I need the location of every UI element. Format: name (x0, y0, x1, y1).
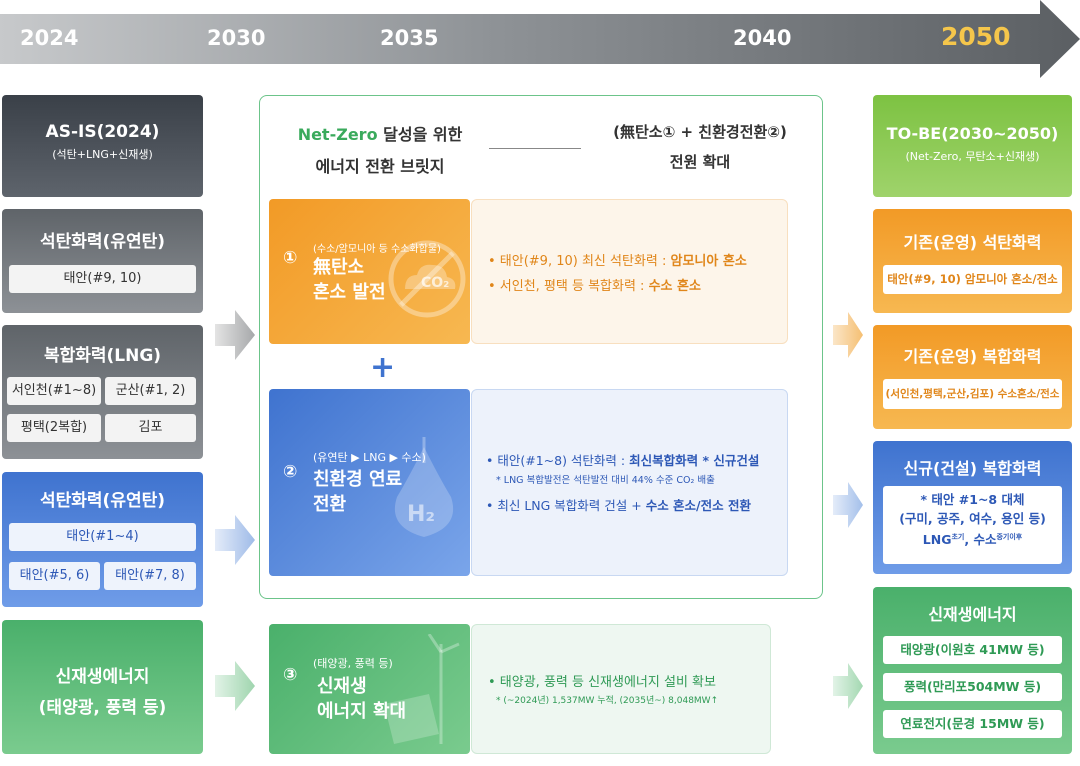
card3-title1: 신재생 (317, 676, 367, 697)
lng-box-title: 복합화력(LNG) (43, 346, 162, 366)
arrow-right-icon (833, 312, 863, 358)
card-carbon-free: CO₂ ① (수소/암모니아 등 수소화합물) 無탄소 혼소 발전 (269, 199, 470, 344)
bridge-header-left: Net-Zero 달성을 위한 에너지 전환 브릿지 (280, 121, 480, 177)
card2-small: (유연탄 ▶ LNG ▶ 수소) (313, 451, 426, 464)
card2-title2: 전환 (313, 494, 347, 515)
coal-box-2-title: 석탄화력(유연탄) (39, 491, 166, 511)
solar-wind-icon (384, 634, 460, 744)
year-2035: 2035 (380, 26, 439, 50)
year-2050: 2050 (941, 22, 1011, 51)
existing-lng-box: 기존(운영) 복합화력 (서인천,평택,군산,김포) 수소혼소/전소 (873, 325, 1072, 429)
header-line2: 에너지 전환 브릿지 (315, 157, 445, 176)
card3-desc: • 태양광, 풍력 등 신재생에너지 설비 확보 * (~2024년) 1,53… (471, 624, 771, 754)
chip-gimpo: 김포 (105, 414, 196, 442)
card1-desc2-bold: 수소 혼소 (648, 279, 701, 294)
arrow-right-icon (215, 310, 255, 360)
chip-taean-7-8: 태안(#7, 8) (104, 562, 196, 590)
new-lng-line2: (구미, 공주, 여수, 용인 등) (899, 511, 1046, 526)
card1-desc1-bold: 암모니아 혼소 (670, 254, 747, 269)
netzero-label: Net-Zero (297, 125, 378, 144)
card2-desc2-bold: 수소 혼소/전소 전환 (645, 498, 751, 513)
card1-title2: 혼소 발전 (313, 282, 386, 303)
renewable-left-subtitle: (태양광, 풍력 등) (38, 698, 167, 718)
chip-taean-9-10: 태안(#9, 10) (9, 265, 196, 293)
co2-cloud-icon: CO₂ (388, 240, 466, 318)
new-lng-line1: * 태안 #1~8 대체 (920, 492, 1025, 507)
lng-box: 복합화력(LNG) 서인천(#1~8) 군산(#1, 2) 평택(2복합) 김포 (2, 325, 203, 459)
chip-gunsan: 군산(#1, 2) (105, 377, 196, 405)
year-2030: 2030 (207, 26, 266, 50)
coal-box-1-title: 석탄화력(유연탄) (39, 232, 166, 252)
tobe-title: TO-BE(2030~2050) (886, 124, 1059, 143)
year-2024: 2024 (20, 26, 79, 50)
card1-desc2: • 서인천, 평택 등 복합화력 : (488, 279, 649, 294)
renewable-box-left: 신재생에너지 (태양광, 풍력 등) (2, 620, 203, 754)
arrow-right-icon (215, 661, 255, 711)
card1-title1: 無탄소 (313, 257, 365, 278)
svg-text:CO₂: CO₂ (421, 275, 449, 291)
renewable-box-right: 신재생에너지 태양광(이원호 41MW 등) 풍력(만리포504MW 등) 연료… (873, 587, 1072, 754)
h2-drop-icon: H₂ (394, 437, 454, 537)
header-right-line2: 전원 확대 (669, 153, 731, 171)
new-lng-box: 신규(건설) 복합화력 * 태안 #1~8 대체 (구미, 공주, 여수, 용인… (873, 441, 1072, 574)
chip-seoincheon: 서인천(#1~8) (7, 377, 101, 405)
card3-desc1: • 태양광, 풍력 등 신재생에너지 설비 확보 (488, 675, 716, 690)
card2-number: ② (283, 462, 298, 482)
renewable-right-title: 신재생에너지 (928, 605, 1017, 624)
card2-desc2: • 최신 LNG 복합화력 건설 + (486, 498, 646, 513)
tobe-subtitle: (Net-Zero, 무탄소+신재생) (905, 150, 1040, 163)
card1-desc1: • 태안(#9, 10) 최신 석탄화력 : (488, 254, 671, 269)
card-renewable: ③ (태양광, 풍력 등) 신재생 에너지 확대 (269, 624, 470, 754)
chip-taean-5-6: 태안(#5, 6) (9, 562, 100, 590)
year-2040: 2040 (733, 26, 792, 50)
arrow-right-icon (833, 663, 863, 709)
existing-coal-box: 기존(운영) 석탄화력 태안(#9, 10) 암모니아 혼소/전소 (873, 209, 1072, 313)
card2-note: * LNG 복합발전은 석탄발전 대비 44% 수준 CO₂ 배출 (496, 475, 715, 486)
chip-wind: 풍력(만리포504MW 등) (883, 673, 1062, 701)
header-divider (489, 148, 581, 149)
card2-title1: 친환경 연료 (313, 469, 403, 490)
chip-solar: 태양광(이원호 41MW 등) (883, 636, 1062, 664)
card2-desc1-bold: 최신복합화력 * 신규건설 (629, 453, 760, 468)
new-lng-early: 초기 (951, 533, 965, 541)
chip-fuelcell: 연료전지(문경 15MW 등) (883, 710, 1062, 738)
arrow-right-icon (215, 515, 255, 565)
header-line1: 달성을 위한 (377, 125, 463, 144)
card-fuel-conversion: H₂ ② (유연탄 ▶ LNG ▶ 수소) 친환경 연료 전환 (269, 389, 470, 576)
card3-small: (태양광, 풍력 등) (313, 657, 393, 670)
renewable-left-title: 신재생에너지 (55, 667, 150, 687)
coal-box-2: 석탄화력(유연탄) 태안(#1~4) 태안(#5, 6) 태안(#7, 8) (2, 472, 203, 607)
card3-number: ③ (283, 665, 298, 685)
bridge-frame (259, 95, 823, 599)
arrow-right-icon (833, 482, 863, 528)
new-lng-hydrogen: , 수소 (964, 532, 997, 548)
asis-subtitle: (석탄+LNG+신재생) (52, 148, 153, 161)
coal-box-1: 석탄화력(유연탄) 태안(#9, 10) (2, 209, 203, 313)
existing-lng-chip: (서인천,평택,군산,김포) 수소혼소/전소 (883, 379, 1062, 409)
svg-text:H₂: H₂ (407, 502, 435, 527)
plus-icon: + (370, 350, 396, 385)
new-lng-lng: LNG (922, 532, 952, 548)
card2-desc1: • 태안(#1~8) 석탄화력 : (486, 453, 630, 468)
card1-desc: • 태안(#9, 10) 최신 석탄화력 : 암모니아 혼소 • 서인천, 평택… (471, 199, 788, 344)
asis-box: AS-IS(2024) (석탄+LNG+신재생) (2, 95, 203, 197)
card1-small: (수소/암모니아 등 수소화합물) (313, 244, 441, 255)
existing-lng-title: 기존(운영) 복합화력 (903, 347, 1042, 366)
existing-coal-chip: 태안(#9, 10) 암모니아 혼소/전소 (883, 265, 1062, 294)
new-lng-chip: * 태안 #1~8 대체 (구미, 공주, 여수, 용인 등) LNG초기, 수… (883, 486, 1062, 564)
header-right-line1: (無탄소① + 친환경전환②) (613, 123, 787, 141)
bridge-header-right: (無탄소① + 친환경전환②) 전원 확대 (590, 121, 810, 172)
chip-taean-1-4: 태안(#1~4) (9, 523, 196, 551)
existing-coal-title: 기존(운영) 석탄화력 (903, 233, 1042, 252)
card2-desc: • 태안(#1~8) 석탄화력 : 최신복합화력 * 신규건설 * LNG 복합… (471, 389, 788, 576)
card1-number: ① (283, 248, 298, 268)
asis-title: AS-IS(2024) (45, 122, 160, 142)
new-lng-title: 신규(건설) 복합화력 (903, 459, 1042, 478)
tobe-box: TO-BE(2030~2050) (Net-Zero, 무탄소+신재생) (873, 95, 1072, 197)
timeline-arrow (0, 0, 1080, 78)
chip-pyeongtaek: 평택(2복합) (7, 414, 101, 442)
card3-title2: 에너지 확대 (317, 701, 407, 722)
card3-note: * (~2024년) 1,537MW 누적, (2035년~) 8,048MW↑ (496, 696, 719, 706)
new-lng-mid: 중기이후 (996, 533, 1023, 541)
